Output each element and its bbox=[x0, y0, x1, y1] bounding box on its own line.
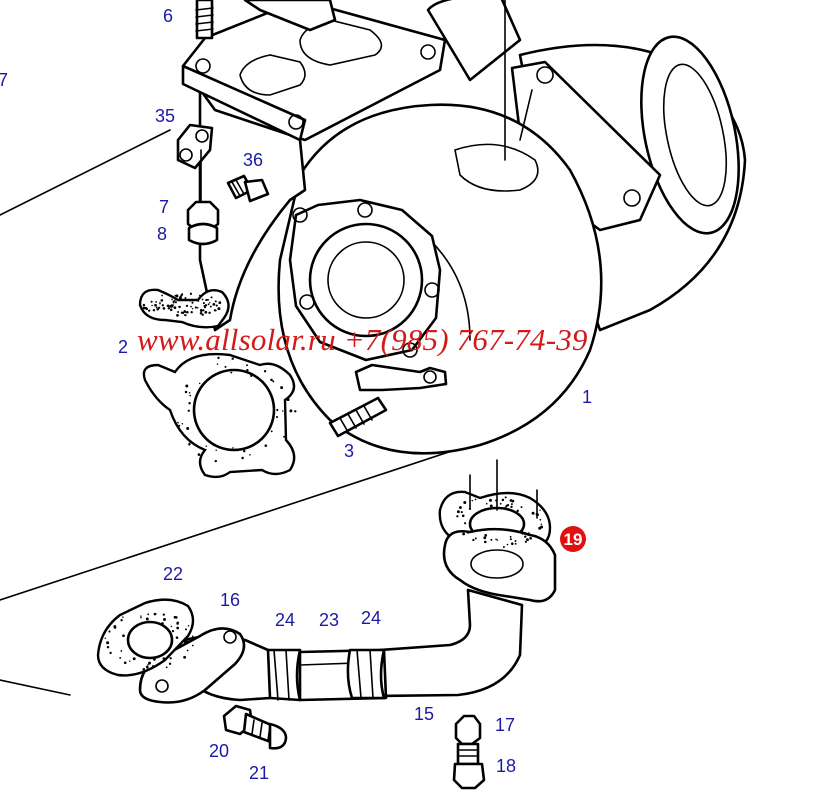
callout-22: 22 bbox=[162, 564, 184, 584]
callout-15: 15 bbox=[413, 704, 435, 724]
gasket-22 bbox=[96, 598, 195, 677]
callout-7: 7 bbox=[158, 197, 170, 217]
callout-24b: 24 bbox=[360, 608, 382, 628]
callout-1: 1 bbox=[581, 387, 593, 407]
turbocharger-housing bbox=[181, 0, 747, 455]
callout-19: 19 bbox=[560, 526, 586, 552]
callout-23: 23 bbox=[318, 610, 340, 630]
stud-3 bbox=[328, 363, 448, 438]
callout-3: 3 bbox=[343, 441, 355, 461]
exhaust-pipe-15 bbox=[298, 588, 524, 702]
callout-18: 18 bbox=[495, 756, 517, 776]
gasket-2 bbox=[138, 288, 296, 479]
nut-washer-7-8 bbox=[186, 149, 220, 246]
flange-19 bbox=[442, 459, 557, 603]
callout-36: 36 bbox=[242, 150, 264, 170]
callout-20: 20 bbox=[208, 741, 230, 761]
callout-2: 2 bbox=[117, 337, 129, 357]
frame-lines bbox=[0, 129, 471, 696]
bracket-35 bbox=[176, 123, 214, 170]
bolt-17-18 bbox=[452, 714, 486, 790]
callout-35: 35 bbox=[154, 106, 176, 126]
bolt-20-21 bbox=[222, 704, 288, 750]
callout-24a: 24 bbox=[274, 610, 296, 630]
bolt-36 bbox=[226, 174, 270, 203]
callout-6: 6 bbox=[162, 6, 174, 26]
watermark-text: www.allsolar.ru +7(985) 767-74-39 bbox=[137, 322, 588, 357]
callout-21: 21 bbox=[248, 763, 270, 783]
callout-17: 17 bbox=[494, 715, 516, 735]
callout-8: 8 bbox=[156, 224, 168, 244]
callout-16: 16 bbox=[219, 590, 241, 610]
clamp-24-right bbox=[346, 648, 386, 700]
gasket-speckle-texture bbox=[104, 292, 544, 671]
callout-edge-7: 7 bbox=[0, 70, 9, 90]
